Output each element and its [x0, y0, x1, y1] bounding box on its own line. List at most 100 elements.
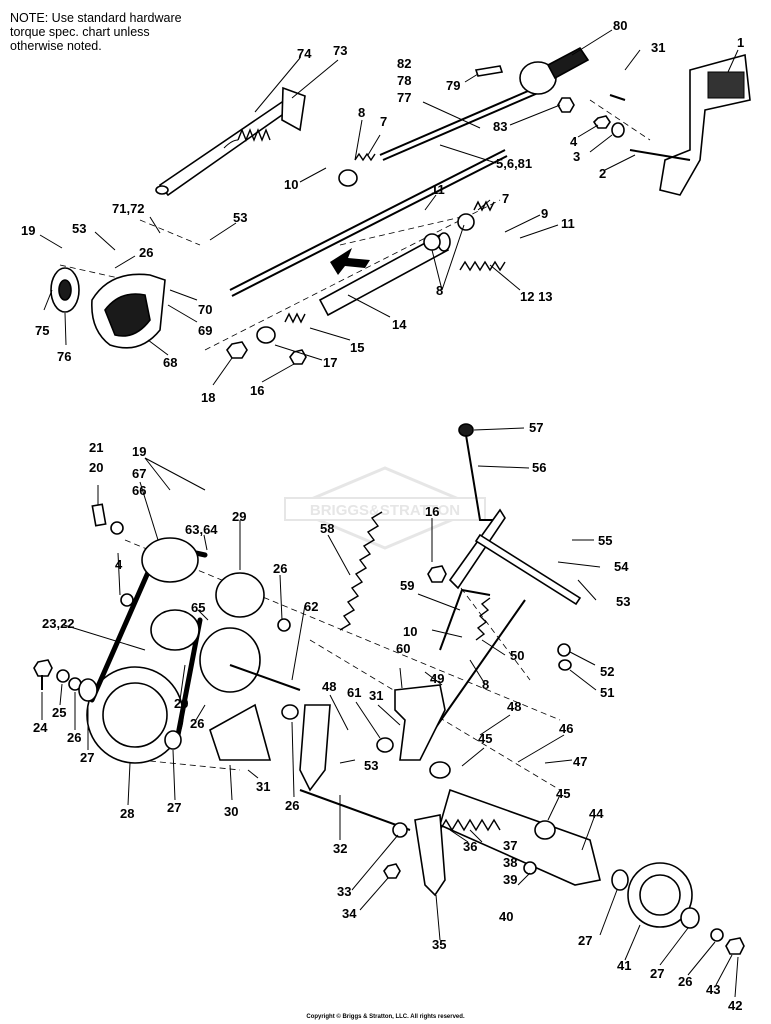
callout-82: 82: [397, 56, 411, 71]
callout-61: 61: [347, 685, 361, 700]
callout-23-22: 23,22: [42, 616, 75, 631]
lower-drive-assembly: [33, 423, 745, 955]
callout-24: 24: [33, 720, 48, 735]
callout-38: 38: [503, 855, 517, 870]
callout-34: 34: [342, 906, 357, 921]
callout-42: 42: [728, 998, 742, 1013]
callout-5-6-81: 5,6,81: [496, 156, 532, 171]
callout-45-a: 45: [478, 731, 492, 746]
callout-37: 37: [503, 838, 517, 853]
callout-68: 68: [163, 355, 177, 370]
callout-26-low: 26: [285, 798, 299, 813]
callout-65: 65: [191, 600, 205, 615]
callout-11-b: 11: [561, 216, 575, 231]
callout-3: 3: [573, 149, 580, 164]
callout-25: 25: [52, 705, 66, 720]
callout-31: 31: [651, 40, 665, 55]
callout-8-mid: 8: [436, 283, 443, 298]
callout-57: 57: [529, 420, 543, 435]
callout-21: 21: [89, 440, 103, 455]
callout-30: 30: [224, 804, 238, 819]
hardware-note: NOTE: Use standard hardware torque spec.…: [10, 11, 230, 53]
callout-77: 77: [397, 90, 411, 105]
callout-62: 62: [304, 599, 318, 614]
leader-lines: [39, 29, 739, 998]
note-line-1: NOTE: Use standard hardware: [10, 11, 182, 25]
callout-36: 36: [463, 839, 477, 854]
callout-80: 80: [613, 18, 627, 33]
callout-7-mid: 7: [502, 191, 509, 206]
callout-14: 14: [392, 317, 407, 332]
callout-28: 28: [120, 806, 134, 821]
callout-73: 73: [333, 43, 347, 58]
note-line-3: otherwise noted.: [10, 39, 102, 53]
callout-16-low: 16: [425, 504, 439, 519]
note-line-2: torque spec. chart unless: [10, 25, 150, 39]
callout-32: 32: [333, 841, 347, 856]
callout-17: 17: [323, 355, 337, 370]
callout-46: 46: [559, 721, 573, 736]
callout-26-left: 26: [67, 730, 81, 745]
callout-74: 74: [297, 46, 312, 61]
callout-78: 78: [397, 73, 411, 88]
callout-54: 54: [614, 559, 629, 574]
callout-47: 47: [573, 754, 587, 769]
callout-19-top: 19: [21, 223, 35, 238]
briggs-stratton-watermark: BRIGGS&STRATTON: [284, 466, 486, 550]
watermark-text: BRIGGS&STRATTON: [310, 502, 460, 519]
callout-50: 50: [510, 648, 524, 663]
callout-4-top: 4: [570, 134, 578, 149]
upper-linkage-assembly: [50, 46, 751, 365]
callout-35: 35: [432, 937, 446, 952]
callout-70: 70: [198, 302, 212, 317]
callout-8-low: 8: [482, 677, 489, 692]
callout-59: 59: [400, 578, 414, 593]
callout-27-mid: 27: [167, 800, 181, 815]
callout-26-top: 26: [139, 245, 153, 260]
callout-53-d: 53: [364, 758, 378, 773]
callout-labels: 80 31 1 74 73 82 78 77 79 8 7 83 4 3 2 1…: [21, 18, 744, 1013]
callout-53-c: 53: [616, 594, 630, 609]
callout-75: 75: [35, 323, 49, 338]
callout-66: 66: [132, 483, 146, 498]
callout-29-a: 29: [232, 509, 246, 524]
callout-26-mid: 26: [273, 561, 287, 576]
callout-33: 33: [337, 884, 351, 899]
callout-26-mid2: 26: [190, 716, 204, 731]
callout-58: 58: [320, 521, 334, 536]
callout-52: 52: [600, 664, 614, 679]
callout-41: 41: [617, 958, 631, 973]
callout-60: 60: [396, 641, 410, 656]
callout-48-b: 48: [507, 699, 521, 714]
callout-19-low: 19: [132, 444, 146, 459]
callout-18: 18: [201, 390, 215, 405]
callout-45-b: 45: [556, 786, 570, 801]
callout-31-mid: 31: [369, 688, 383, 703]
callout-51: 51: [600, 685, 614, 700]
callout-26-right: 26: [678, 974, 692, 989]
callout-49: 49: [430, 671, 444, 686]
callout-11-a: 11: [431, 182, 445, 197]
callout-67: 67: [132, 466, 146, 481]
callout-27-right-b: 27: [650, 966, 664, 981]
callout-43: 43: [706, 982, 720, 997]
callout-69: 69: [198, 323, 212, 338]
callout-15: 15: [350, 340, 364, 355]
callout-83: 83: [493, 119, 507, 134]
callout-8-top: 8: [358, 105, 365, 120]
callout-16-top: 16: [250, 383, 264, 398]
callout-48-a: 48: [322, 679, 336, 694]
callout-27-right-a: 27: [578, 933, 592, 948]
callout-79: 79: [446, 78, 460, 93]
callout-10-low: 10: [403, 624, 417, 639]
callout-27-left: 27: [80, 750, 94, 765]
callout-55: 55: [598, 533, 612, 548]
callout-40: 40: [499, 909, 513, 924]
callout-63-64: 63,64: [185, 522, 218, 537]
callout-56: 56: [532, 460, 546, 475]
callout-53-a: 53: [233, 210, 247, 225]
copyright-notice: Copyright © Briggs & Stratton, LLC. All …: [306, 1014, 465, 1020]
callout-39: 39: [503, 872, 517, 887]
callout-76: 76: [57, 349, 71, 364]
